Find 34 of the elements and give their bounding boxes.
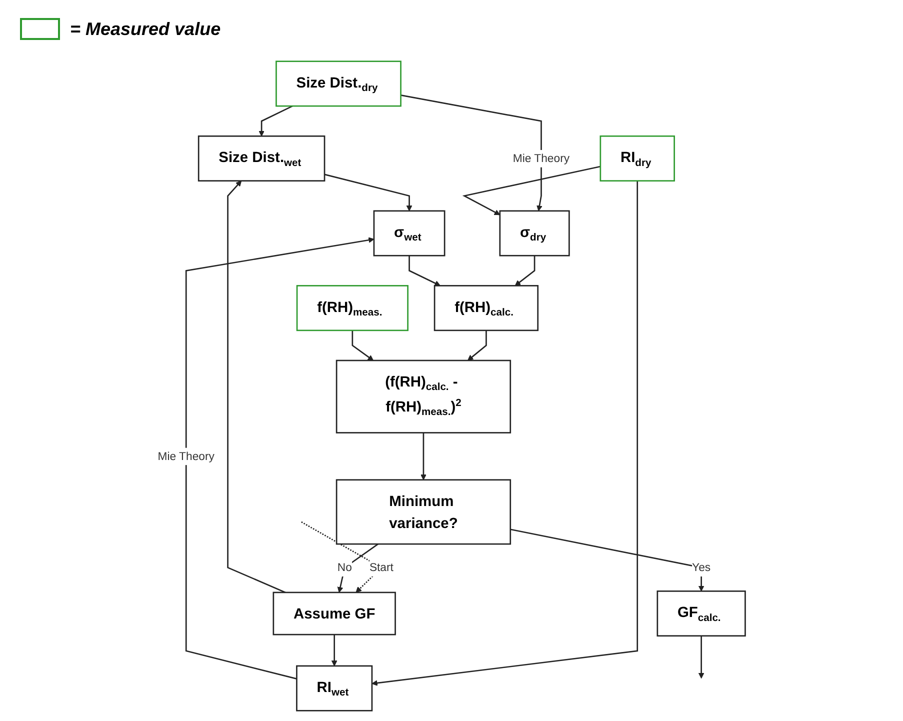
arrow (698, 636, 704, 679)
edge-label: Mie Theory (158, 450, 214, 462)
arrow (324, 174, 412, 212)
node-box: RI$_{dry}$ (600, 135, 675, 182)
legend-text: = Measured value (70, 18, 221, 40)
arrow (462, 166, 601, 216)
arrow (227, 180, 286, 594)
arrow (408, 256, 440, 286)
arrow (185, 237, 374, 680)
edge-label: Yes (692, 561, 711, 574)
node-box: Minimum variance? (336, 479, 512, 545)
arrow (337, 543, 378, 593)
arrow (372, 180, 638, 686)
node-box: σ$_{wet}$ (373, 210, 446, 256)
edge-label: Mie Theory (512, 152, 570, 165)
node-box: Assume GF (272, 592, 396, 636)
node-box: RI$_{wet}$ (296, 665, 373, 712)
arrow (258, 105, 293, 136)
node-box: Size Dist.$_{wet}$ (198, 135, 326, 182)
edge-label: Start (369, 561, 394, 574)
node-box: f(RH)$_{meas.}$ (296, 285, 408, 332)
node-box: (f(RH)$_{calc.}$ - f(RH)$_{meas.}$)$^{2}$ (336, 360, 512, 434)
arrow (510, 528, 704, 592)
arrow (352, 330, 374, 361)
node-box: Size Dist.$_{dry}$ (276, 60, 402, 107)
arrow (420, 432, 426, 480)
node-box: GF$_{calc.}$ (656, 590, 746, 637)
node-box: σ$_{dry}$ (499, 210, 570, 256)
edge-label: No (337, 561, 352, 574)
arrow (331, 634, 338, 666)
node-box: f(RH)$_{calc.}$ (434, 285, 539, 332)
arrow (468, 330, 487, 361)
arrow (514, 256, 536, 286)
arrow (400, 94, 542, 212)
